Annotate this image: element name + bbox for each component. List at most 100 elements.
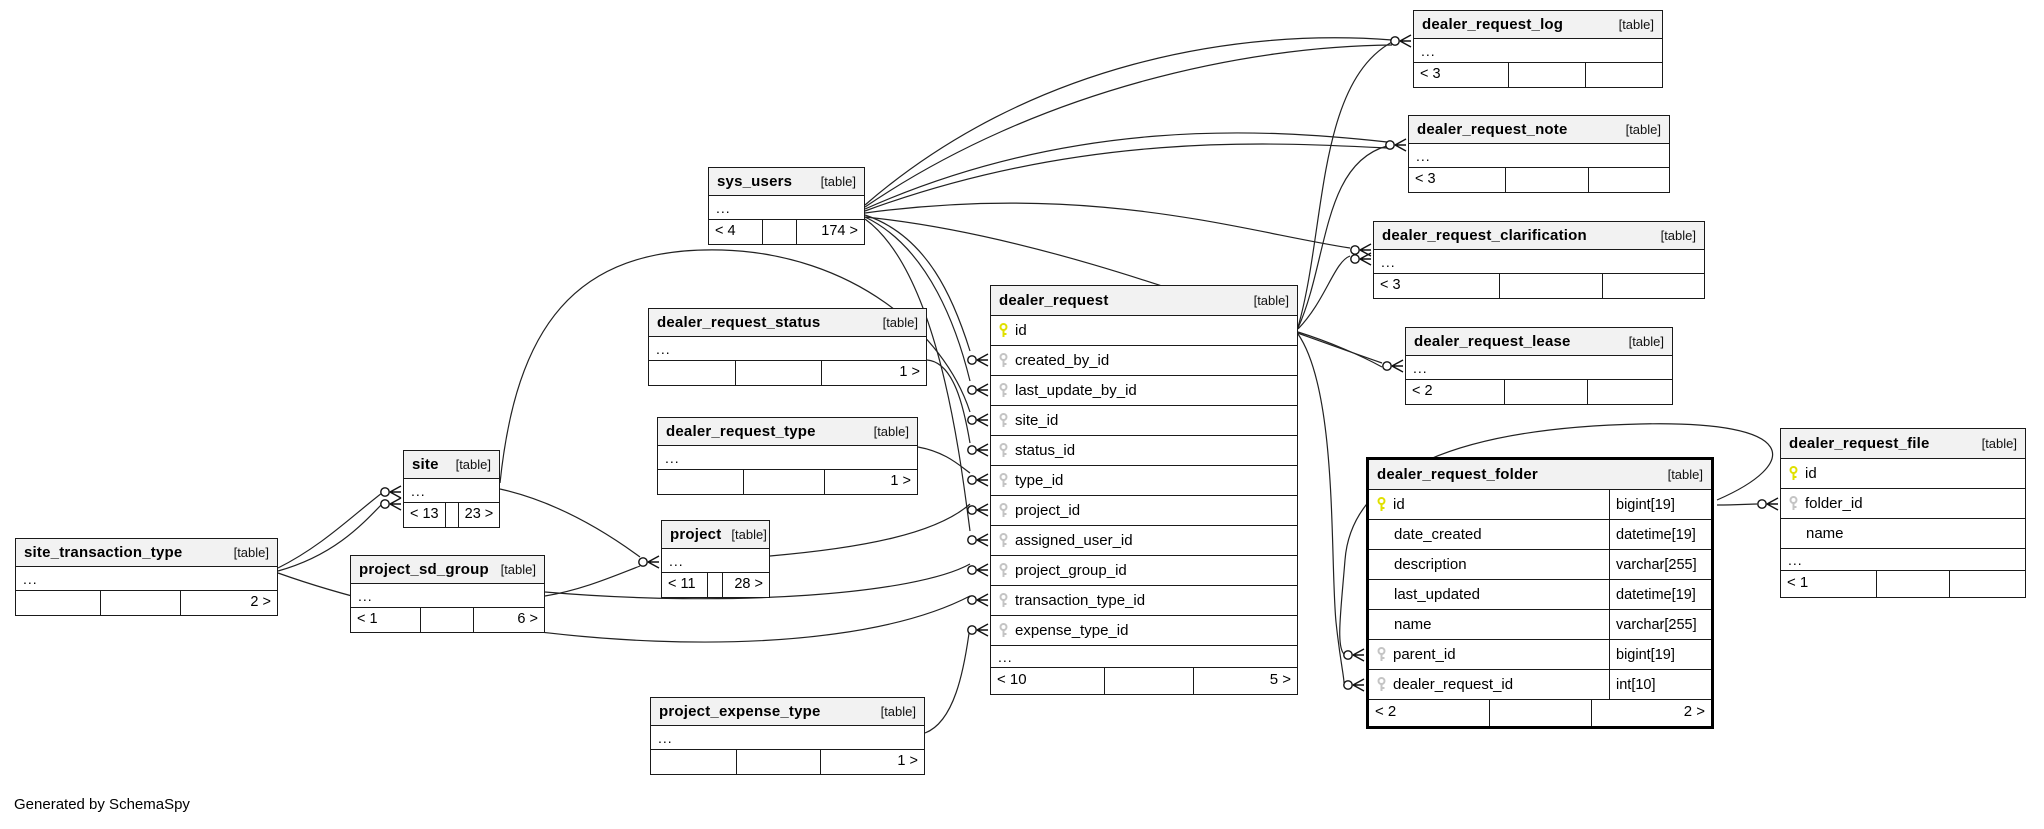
parents-count: < 11 [668, 576, 696, 592]
table-name[interactable]: dealer_request [999, 292, 1109, 309]
column-name: id [1015, 322, 1027, 339]
table-dealer-request-lease[interactable]: dealer_request_lease [table] ... < 2 [1405, 327, 1673, 405]
table-dealer-request-status[interactable]: dealer_request_status [table] ... 1 > [648, 308, 927, 386]
parents-count: < 3 [1380, 277, 1401, 293]
rel-site-project [499, 488, 641, 558]
table-name[interactable]: dealer_request_clarification [1382, 227, 1587, 244]
rel-sysusers-log-2 [864, 44, 1393, 208]
rel-expensetype-expenseid [924, 625, 971, 734]
table-name[interactable]: dealer_request_type [666, 423, 816, 440]
table-name[interactable]: dealer_request_lease [1414, 333, 1571, 350]
hidden-columns-row: ... [662, 549, 769, 573]
hidden-columns-row: ... [1374, 250, 1704, 274]
column-row: dealer_request_id int[10] [1369, 670, 1711, 700]
parents-count [649, 361, 735, 385]
table-site[interactable]: site [table] ... < 13 23 > [403, 450, 500, 528]
table-dealer-request-log[interactable]: dealer_request_log [table] ... < 3 [1413, 10, 1663, 88]
table-tag: [table] [233, 545, 269, 560]
column-row: last_updated datetime[19] [1369, 580, 1711, 610]
column-name: last_update_by_id [1015, 382, 1137, 399]
table-tag: [table] [873, 424, 909, 439]
column-name: dealer_request_id [1393, 676, 1514, 693]
table-dealer-request-type[interactable]: dealer_request_type [table] ... 1 > [657, 417, 918, 495]
column-row: folder_id [1781, 489, 2025, 519]
table-name[interactable]: dealer_request_file [1789, 435, 1930, 452]
column-name: folder_id [1805, 495, 1863, 512]
table-name[interactable]: dealer_request_note [1417, 121, 1568, 138]
table-footer: < 10 5 > [991, 668, 1297, 694]
table-name[interactable]: project_expense_type [659, 703, 821, 720]
table-name[interactable]: project [670, 526, 722, 543]
table-dealer-request-file[interactable]: dealer_request_file [table] id folder_id… [1780, 428, 2026, 598]
column-name: description [1394, 556, 1467, 573]
hidden-columns-row: ... [404, 479, 499, 503]
foreign-key-icon [999, 443, 1008, 458]
column-name: date_created [1394, 526, 1482, 543]
hidden-columns-row: ... [1409, 144, 1669, 168]
rel-dealerrequest-note [1297, 145, 1388, 329]
table-dealer-request[interactable]: dealer_request [table] id created_by_id … [990, 285, 1298, 695]
column-row: id [991, 316, 1297, 346]
table-project-sd-group[interactable]: project_sd_group [table] ... < 1 6 > [350, 555, 545, 633]
column-row: name [1781, 519, 2025, 549]
table-name[interactable]: dealer_request_status [657, 314, 821, 331]
table-tag: [table] [731, 527, 767, 542]
table-name[interactable]: site_transaction_type [24, 544, 183, 561]
column-row: name varchar[255] [1369, 610, 1711, 640]
hidden-columns-row: ... [1406, 356, 1672, 380]
table-sys-users[interactable]: sys_users [table] ... < 4 174 > [708, 167, 865, 245]
column-name: assigned_user_id [1015, 532, 1133, 549]
table-site-transaction-type[interactable]: site_transaction_type [table] ... 2 > [15, 538, 278, 616]
rel-sysusers-createdby [864, 214, 971, 352]
table-dealer-request-folder[interactable]: dealer_request_folder [table] id bigint[… [1366, 457, 1714, 729]
column-name: last_updated [1394, 586, 1480, 603]
foreign-key-icon [999, 563, 1008, 578]
parents-count: < 3 [1420, 66, 1441, 82]
column-name: name [1394, 616, 1432, 633]
generated-by-credit: Generated by SchemaSpy [14, 796, 190, 813]
column-name: project_group_id [1015, 562, 1127, 579]
table-name[interactable]: project_sd_group [359, 561, 489, 578]
table-footer: < 3 [1409, 168, 1669, 192]
column-name: created_by_id [1015, 352, 1110, 369]
table-project-expense-type[interactable]: project_expense_type [table] ... 1 > [650, 697, 925, 775]
children-count: 1 > [820, 361, 926, 385]
table-tag: [table] [1660, 228, 1696, 243]
parents-count: < 4 [715, 223, 736, 239]
column-type: varchar[255] [1609, 610, 1711, 639]
hidden-columns-row: ... [16, 567, 277, 591]
parents-count [651, 750, 736, 774]
table-footer: < 3 [1374, 274, 1704, 298]
children-count: 23 > [457, 503, 500, 527]
table-name[interactable]: dealer_request_folder [1377, 466, 1538, 483]
table-footer: < 4 174 > [709, 220, 864, 244]
table-project[interactable]: project [table] ... < 11 28 > [661, 520, 770, 598]
table-tag: [table] [500, 562, 536, 577]
rel-transactiontype-site-2 [277, 503, 383, 572]
table-name[interactable]: dealer_request_log [1422, 16, 1564, 33]
children-count: 5 > [1192, 668, 1297, 694]
table-name[interactable]: sys_users [717, 173, 793, 190]
rel-dealerrequest-log [1297, 41, 1393, 328]
table-tag: [table] [455, 457, 491, 472]
table-tag: [table] [880, 704, 916, 719]
hidden-columns-row: ... [651, 726, 924, 750]
column-name: id [1393, 496, 1405, 513]
parents-count: < 1 [357, 611, 378, 627]
rel-dealerrequest-clarification [1297, 255, 1351, 330]
foreign-key-icon [1377, 677, 1386, 692]
rel-sysusers-lease [864, 216, 1383, 364]
table-footer: < 11 28 > [662, 573, 769, 597]
column-row: status_id [991, 436, 1297, 466]
column-row: parent_id bigint[19] [1369, 640, 1711, 670]
table-tag: [table] [1253, 293, 1289, 308]
table-dealer-request-clarification[interactable]: dealer_request_clarification [table] ...… [1373, 221, 1705, 299]
table-footer: 2 > [16, 591, 277, 615]
column-name: parent_id [1393, 646, 1456, 663]
table-name[interactable]: site [412, 456, 439, 473]
relationship-connectors [277, 37, 1773, 734]
table-dealer-request-note[interactable]: dealer_request_note [table] ... < 3 [1408, 115, 1670, 193]
column-row: description varchar[255] [1369, 550, 1711, 580]
rel-dealerrequest-folder [1297, 333, 1345, 684]
